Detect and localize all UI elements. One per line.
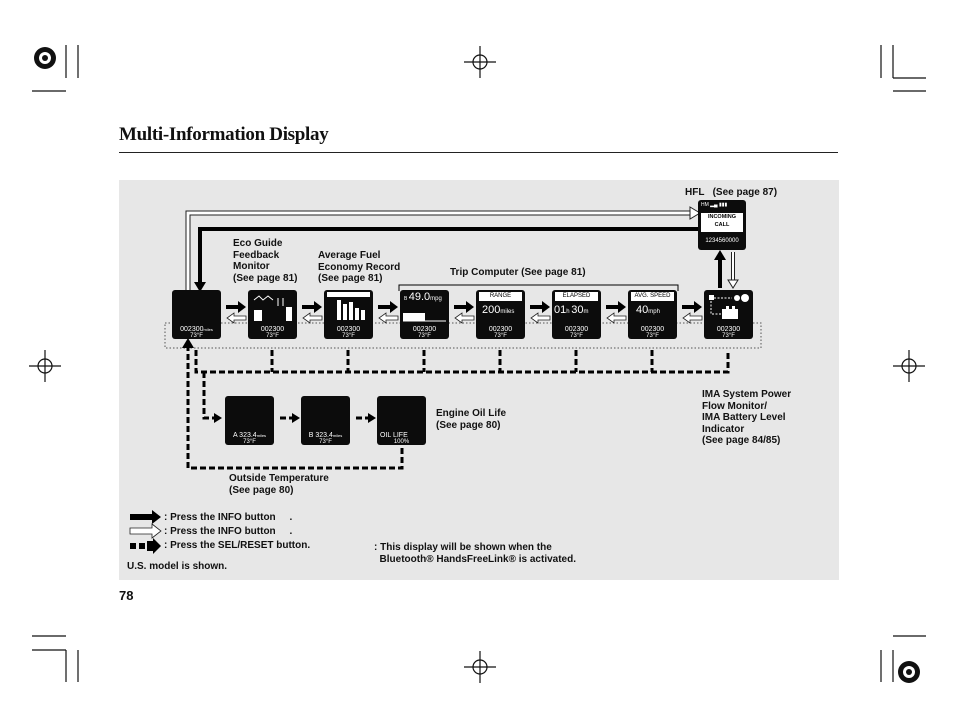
odometer: 002300	[412, 326, 437, 333]
phone-number: 1234560000	[705, 238, 739, 244]
odometer: 002300	[488, 326, 513, 333]
hfl-note: : This display will be shown when the Bl…	[374, 542, 576, 565]
avg-speed-header: AVG. SPEED	[631, 292, 674, 301]
temperature: 73°F	[418, 333, 431, 339]
legend-dashed-text: : Press the SEL/RESET button.	[164, 540, 311, 551]
screen-avg-speed: AVG. SPEED 40mph 002300 73°F	[628, 290, 677, 339]
fuel-unit: mpg	[430, 296, 442, 302]
elapsed-header: ELAPSED TIME	[555, 292, 598, 308]
range-unit: miles	[500, 309, 515, 315]
trip-b-value: B 323.4	[308, 432, 333, 439]
avg-speed-unit: mph	[648, 309, 660, 315]
ima-label: IMA System Power Flow Monitor/ IMA Batte…	[702, 389, 792, 446]
odometer: 002300	[716, 326, 741, 333]
legend-black-text: : Press the INFO button .	[164, 512, 293, 523]
avg-fuel-label: Average Fuel Economy Record (See page 81…	[318, 250, 401, 284]
fuel-readout: B 49.0mpg	[404, 291, 442, 303]
hfl-screen: HM ▂▄ ▮▮▮ INCOMING CALL 1234560000	[698, 200, 746, 250]
trip-a-value: A 323.4	[232, 432, 257, 439]
eco-guide-graphic	[253, 295, 292, 321]
trip-unit: miles	[256, 433, 267, 438]
temperature: 73°F	[266, 333, 279, 339]
screen-range: RANGE 200miles 002300 73°F	[476, 290, 525, 339]
title-rule	[119, 152, 838, 153]
odometer: 002300	[180, 326, 204, 333]
screen-eco-guide: 002300 73°F	[248, 290, 297, 339]
legend-white-text: : Press the INFO button .	[164, 526, 293, 537]
trip-unit: miles	[332, 433, 343, 438]
range-header: RANGE	[479, 292, 522, 301]
screen-blank: 002300miles 73°F	[172, 290, 221, 339]
elapsed-minutes: 30	[571, 304, 584, 316]
us-model-note: U.S. model is shown.	[127, 561, 228, 572]
incoming-call-text: INCOMING CALL	[701, 213, 743, 232]
hfl-status-icons: HM ▂▄ ▮▮▮	[701, 202, 728, 208]
odometer: 002300	[260, 326, 285, 333]
screen-elapsed-time: ELAPSED TIME 01h 30m 002300 73°F	[552, 290, 601, 339]
screen-trip-b: B 323.4miles 73°F	[301, 396, 350, 445]
page-number: 78	[119, 588, 134, 603]
temperature: 73°F	[342, 333, 355, 339]
elapsed-hours: 01	[554, 304, 567, 316]
temperature: 73°F	[494, 333, 507, 339]
temperature: 73°F	[190, 333, 203, 339]
temperature: 73°F	[646, 333, 659, 339]
temperature: 73°F	[570, 333, 583, 339]
fuel-value: 49.0	[408, 291, 431, 303]
outside-temp-label: Outside Temperature (See page 80)	[229, 473, 329, 496]
oil-label: OIL LIFE	[380, 432, 408, 439]
odometer: 002300	[336, 326, 361, 333]
odo-unit: miles	[203, 327, 213, 332]
engine-oil-label: Engine Oil Life (See page 80)	[436, 408, 507, 431]
eco-guide-label: Eco Guide Feedback Monitor (See page 81)	[233, 238, 298, 284]
avg-speed-value: 40	[636, 304, 649, 316]
hfl-label: HFL (See page 87)	[685, 187, 778, 198]
odometer: 002300	[564, 326, 589, 333]
screen-instant-fuel: B 49.0mpg 002300 73°F	[400, 290, 449, 339]
oil-value: 100%	[393, 439, 410, 445]
temperature: 73°F	[319, 439, 332, 445]
fuel-bar-graphic	[403, 313, 446, 322]
screen-oil-life: OIL LIFE 100%	[377, 396, 426, 445]
temperature: 73°F	[243, 439, 256, 445]
odometer: 002300	[640, 326, 665, 333]
fuel-record-graphic	[327, 292, 370, 320]
screen-trip-a: A 323.4miles 73°F	[225, 396, 274, 445]
screen-average-fuel: 002300 73°F	[324, 290, 373, 339]
ima-graphic	[709, 294, 749, 319]
range-value: 200	[482, 304, 501, 316]
trip-computer-label: Trip Computer (See page 81)	[450, 267, 586, 278]
temperature: 73°F	[722, 333, 735, 339]
screen-ima: 002300 73°F	[704, 290, 753, 339]
page-title: Multi-Information Display	[119, 124, 329, 145]
